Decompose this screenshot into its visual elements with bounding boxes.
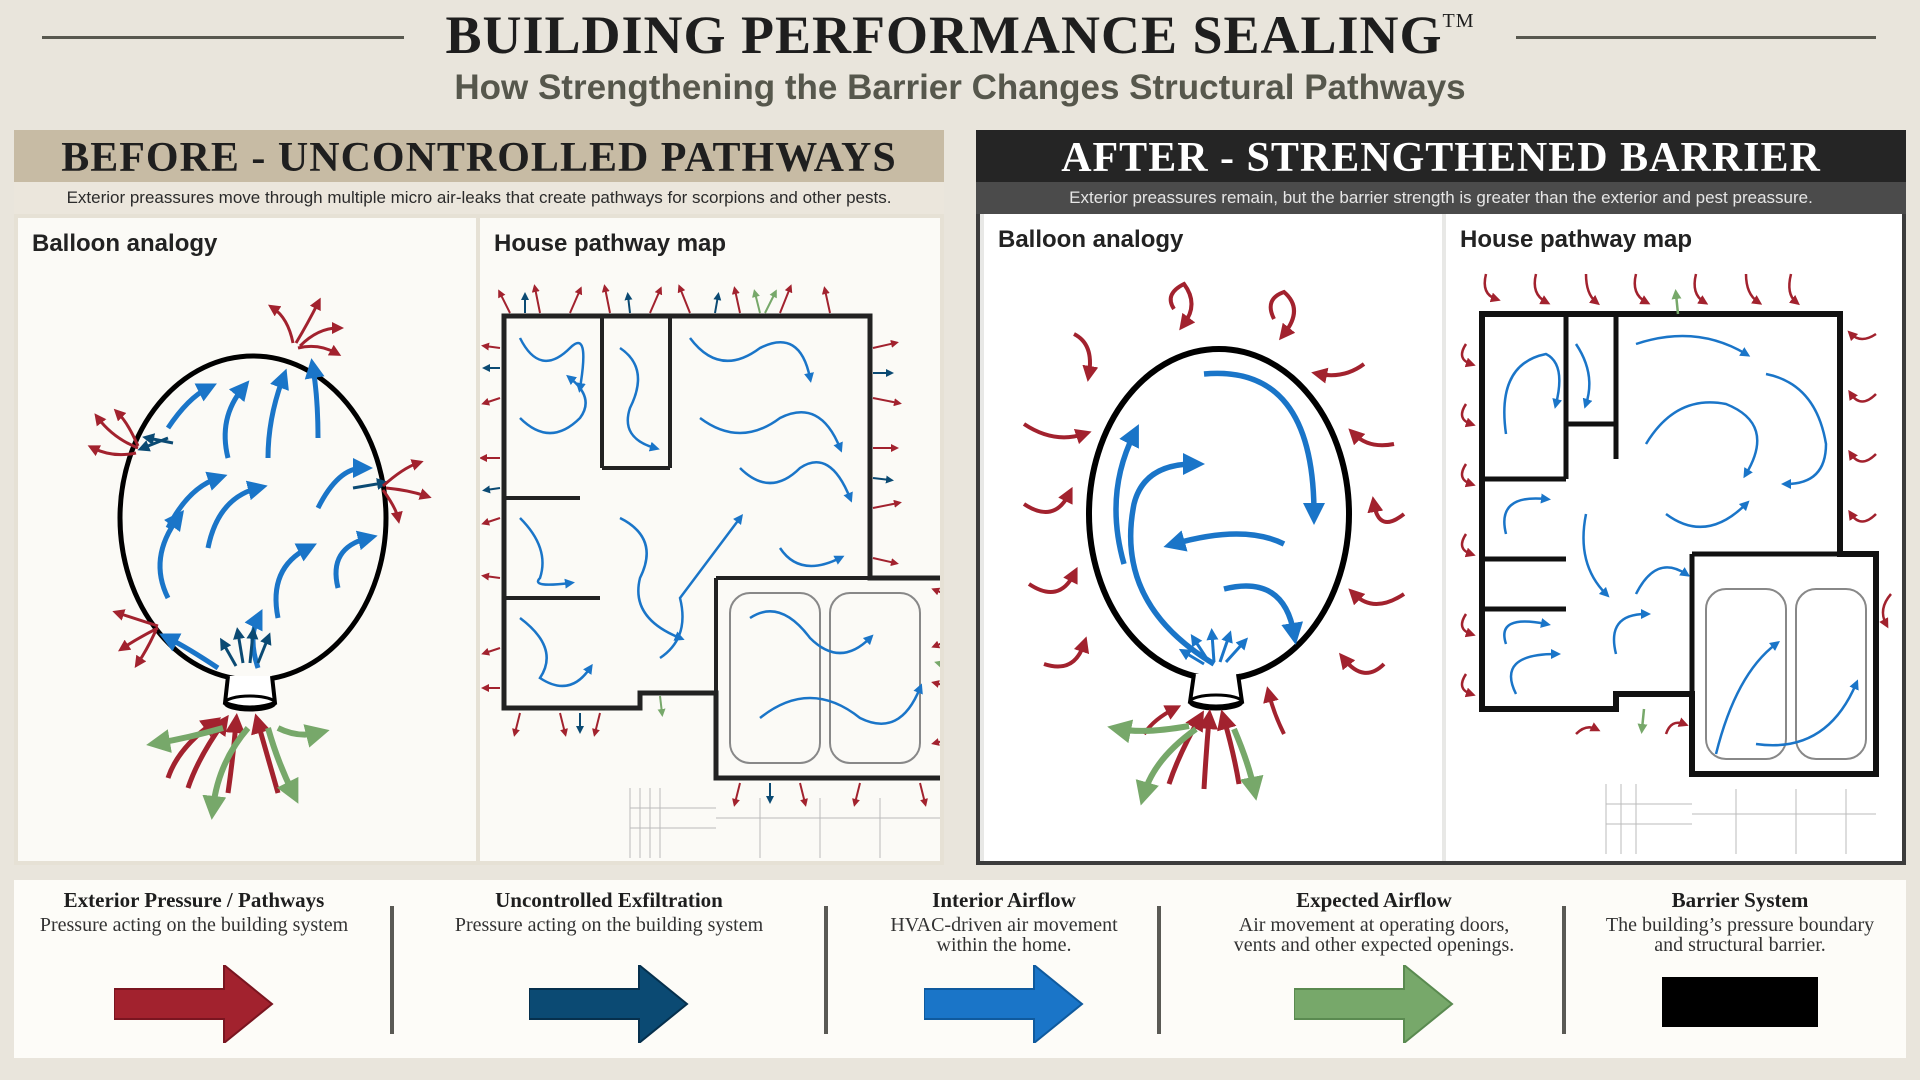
legend-description: The building’s pressure boundary and str… [1605,914,1875,956]
header-rule-right [1516,36,1876,39]
trademark-mark: TM [1442,10,1475,32]
navy-arrow-icon [529,965,689,1043]
after-balloon-card: Balloon analogy [984,214,1442,861]
legend-description: HVAC-driven air movement within the home… [890,914,1118,956]
after-map-card: House pathway map [1446,214,1902,861]
legend-divider [390,906,394,1034]
after-description: Exterior preassures remain, but the barr… [976,182,1906,214]
before-house-pathway-map [480,284,940,858]
after-panel: AFTER - STRENGTHENED BARRIER Exterior pr… [976,130,1906,865]
after-house-pathway-map [1460,273,1892,854]
before-map-card: House pathway map [480,218,940,861]
page-subtitle: How Strengthening the Barrier Changes St… [454,68,1466,107]
legend-divider [824,906,828,1034]
legend-title: Uncontrolled Exfiltration [495,888,723,912]
blue-arrow-icon [924,965,1084,1043]
legend-title: Expected Airflow [1296,888,1452,912]
legend: Exterior Pressure / Pathways Pressure ac… [14,880,1906,1058]
before-description: Exterior preassures move through multipl… [14,182,944,214]
after-title: AFTER - STRENGTHENED BARRIER [976,130,1906,182]
after-map-label: House pathway map [1460,226,1693,253]
legend-description: Pressure acting on the building system [39,914,349,936]
red-arrow-icon [114,965,274,1043]
legend-item-interior-airflow: Interior Airflow HVAC-driven air movemen… [834,880,1174,1058]
legend-title: Exterior Pressure / Pathways [63,888,325,912]
before-panel: BEFORE - UNCONTROLLED PATHWAYS Exterior … [14,130,944,865]
before-title: BEFORE - UNCONTROLLED PATHWAYS [14,130,944,182]
legend-item-expected-airflow: Expected Airflow Air movement at operati… [1174,880,1574,1058]
header: BUILDING PERFORMANCE SEALINGTM How Stren… [0,0,1920,125]
page-title: BUILDING PERFORMANCE SEALINGTM [445,5,1475,65]
before-map-label: House pathway map [494,230,727,257]
legend-title: Barrier System [1671,888,1809,912]
after-body: Balloon analogy [976,214,1906,865]
before-balloon-label: Balloon analogy [32,230,218,257]
legend-item-barrier-system: Barrier System The building’s pressure b… [1574,880,1906,1058]
after-balloon-illustration [1022,281,1406,806]
legend-divider [1157,906,1161,1034]
legend-description: Air movement at operating doors, vents a… [1233,914,1515,956]
legend-divider [1562,906,1566,1034]
header-rule-left [42,36,404,39]
after-balloon-label: Balloon analogy [998,226,1184,253]
before-balloon-illustration [87,297,432,820]
legend-item-uncontrolled-exfiltration: Uncontrolled Exfiltration Pressure actin… [409,880,809,1058]
before-body: Balloon analogy [14,214,944,865]
green-arrow-icon [1294,965,1454,1043]
legend-title: Interior Airflow [932,888,1076,912]
legend-description: Pressure acting on the building system [454,914,764,936]
barrier-bar-icon [1662,977,1818,1027]
legend-item-exterior-pressure: Exterior Pressure / Pathways Pressure ac… [14,880,374,1058]
before-balloon-card: Balloon analogy [18,218,476,861]
